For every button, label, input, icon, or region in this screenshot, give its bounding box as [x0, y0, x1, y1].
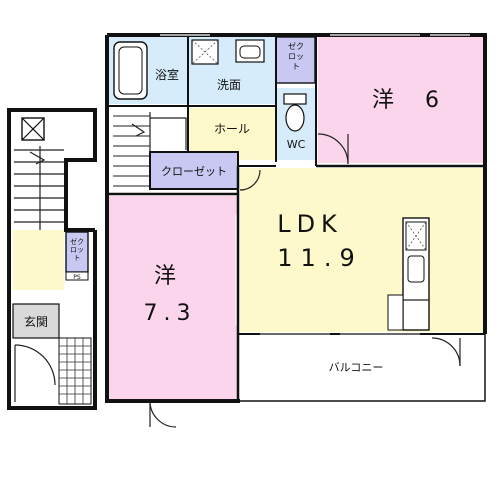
- left-hall: [13, 230, 64, 290]
- ldk-size: 11.9: [277, 244, 362, 272]
- entrance-door: [14, 344, 56, 386]
- left-stairs: [14, 146, 64, 230]
- western-73-size: 7.3: [144, 301, 197, 326]
- balcony-label: バルコニー: [329, 361, 384, 374]
- bathtub: [113, 41, 148, 100]
- closet-label: クローゼット: [161, 165, 227, 178]
- left-closet-label: ゼクロット: [70, 237, 84, 262]
- ldk-label: LDK: [277, 210, 343, 238]
- western-6-label: 洋: [372, 88, 394, 113]
- sink: [407, 255, 425, 283]
- entrance-tile: [58, 337, 92, 405]
- hall-label: ホール: [214, 122, 250, 136]
- western-room-6: [318, 37, 483, 163]
- western-73-label: 洋: [154, 264, 176, 289]
- washbasin: [235, 39, 265, 63]
- ps-label: PS: [73, 274, 81, 281]
- balcony: [240, 336, 483, 399]
- western-6-size: 6: [425, 88, 439, 113]
- washroom-label: 洗面: [217, 78, 241, 92]
- main-unit: 浴室 洗面 ゼクロット WC 洋 6 ホール: [105, 33, 487, 428]
- top-closet-label: ゼクロット: [288, 41, 304, 71]
- left-section: ゼクロット PS 玄関: [7, 108, 98, 410]
- ldk: [240, 168, 483, 332]
- bath-label: 浴室: [155, 67, 179, 82]
- toilet: [285, 104, 305, 132]
- western-73-door: [149, 400, 177, 428]
- entrance-label: 玄関: [24, 314, 48, 329]
- wc-label: WC: [287, 138, 306, 151]
- western-room-73: [109, 196, 237, 399]
- walls: [105, 33, 487, 403]
- entrance: [12, 303, 60, 339]
